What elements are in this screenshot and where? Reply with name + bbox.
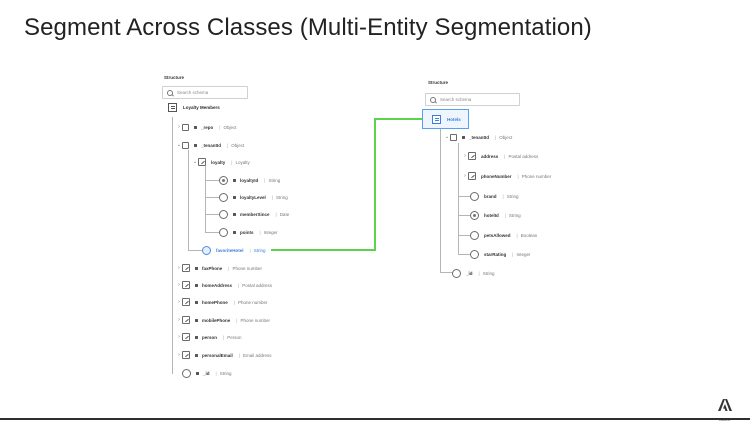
right-structure-label: Structure	[428, 80, 449, 85]
field-icon	[470, 230, 479, 240]
lock-icon	[194, 143, 197, 147]
lock-icon	[233, 230, 236, 234]
tree-row[interactable]: › personalEmail| Email address	[176, 349, 271, 361]
tree-row[interactable]: › mobilePhone| Phone number	[176, 314, 270, 326]
tree-row[interactable]: _id| String	[452, 267, 494, 279]
chevron-right-icon: ›	[178, 282, 180, 288]
chevron-right-icon: ›	[464, 153, 466, 159]
lock-icon	[195, 300, 198, 304]
tree-row[interactable]: ⌄ _tenantId| Object	[176, 141, 245, 149]
left-structure-label: Structure	[164, 75, 185, 80]
chevron-down-icon: ⌄	[192, 159, 198, 165]
tree-row[interactable]: loyaltyLevel| String	[219, 191, 288, 203]
object-field-icon	[182, 333, 190, 341]
checkbox[interactable]	[182, 141, 189, 149]
tree-row[interactable]: petsAllowed| Boolean	[470, 229, 537, 241]
checkbox[interactable]	[450, 133, 457, 141]
tree-row[interactable]: loyaltyId| String	[219, 174, 280, 186]
lock-icon	[195, 283, 198, 287]
tree-row[interactable]: hotelId| String	[470, 209, 521, 221]
object-field-icon	[182, 298, 190, 306]
tree-row[interactable]: memberSince| Date	[219, 208, 289, 220]
tree-row[interactable]: › homePhone| Phone number	[176, 296, 267, 308]
adobe-logo-icon	[718, 399, 732, 411]
object-field-icon	[182, 264, 190, 272]
tree-row[interactable]: starRating| Integer	[470, 248, 530, 260]
field-icon	[470, 249, 479, 259]
field-icon	[470, 191, 479, 201]
slide-title: Segment Across Classes (Multi-Entity Seg…	[24, 14, 592, 41]
lock-icon	[233, 195, 236, 199]
chevron-right-icon: ›	[178, 352, 180, 358]
field-icon	[219, 227, 228, 237]
identity-field-icon	[470, 210, 479, 220]
object-field-icon	[182, 281, 190, 289]
tree-row[interactable]: brand| String	[470, 190, 518, 202]
chevron-right-icon: ›	[178, 299, 180, 305]
lock-icon	[196, 371, 199, 375]
lock-icon	[462, 135, 465, 139]
chevron-down-icon: ⌄	[444, 134, 450, 140]
lock-icon	[194, 125, 197, 129]
field-icon	[182, 368, 191, 378]
lock-icon	[195, 353, 198, 357]
field-icon	[219, 209, 228, 219]
schema-icon	[432, 114, 441, 124]
left-search-input[interactable]: Search schema	[162, 86, 248, 99]
chevron-right-icon: ›	[178, 334, 180, 340]
lock-icon	[233, 178, 236, 182]
object-field-icon	[182, 316, 190, 324]
tree-row[interactable]: › phoneNumber| Phone number	[462, 170, 551, 182]
chevron-right-icon: ›	[178, 317, 180, 323]
checkbox[interactable]	[182, 123, 189, 131]
field-icon	[219, 192, 228, 202]
object-field-icon	[468, 172, 476, 180]
chevron-right-icon: ›	[178, 124, 180, 130]
right-search-placeholder: Search schema	[440, 97, 472, 102]
left-search-placeholder: Search schema	[177, 90, 209, 95]
right-search-input[interactable]: Search schema	[425, 93, 520, 106]
tree-row[interactable]: ⌄ loyalty| Loyalty	[192, 158, 250, 166]
lock-icon	[195, 335, 198, 339]
object-field-icon	[198, 158, 206, 166]
bottom-rule	[0, 418, 750, 420]
object-field-icon	[182, 351, 190, 359]
right-schema-root-selected[interactable]: Hotels	[422, 109, 469, 129]
selected-field-icon	[202, 245, 211, 255]
tree-row[interactable]: › homeAddress| Postal address	[176, 279, 272, 291]
lock-icon	[233, 212, 236, 216]
chevron-right-icon: ›	[464, 173, 466, 179]
right-schema-name: Hotels	[447, 116, 461, 122]
lock-icon	[195, 266, 198, 270]
tree-row-selected[interactable]: favoriteHotel| String	[202, 244, 265, 256]
tree-row[interactable]: points| Integer	[219, 226, 278, 238]
object-field-icon	[468, 152, 476, 160]
tree-row[interactable]: › person| Person	[176, 331, 241, 343]
tree-row[interactable]: › _repo| Object	[176, 121, 236, 133]
chevron-down-icon: ⌄	[176, 142, 182, 148]
search-icon	[430, 96, 436, 103]
chevron-right-icon: ›	[178, 265, 180, 271]
tree-row[interactable]: › address| Postal address	[462, 150, 538, 162]
tree-row[interactable]: ⌄ _tenantId| Object	[444, 133, 513, 141]
field-icon	[452, 268, 461, 278]
schema-icon	[168, 103, 177, 112]
tree-row[interactable]: _id| String	[182, 367, 231, 379]
left-schema-name: Loyalty Members	[183, 105, 220, 110]
search-icon	[167, 89, 173, 96]
identity-field-icon	[219, 175, 228, 185]
tree-row[interactable]: › faxPhone| Phone number	[176, 262, 262, 274]
left-schema-root[interactable]: Loyalty Members	[168, 103, 220, 112]
lock-icon	[195, 318, 198, 322]
